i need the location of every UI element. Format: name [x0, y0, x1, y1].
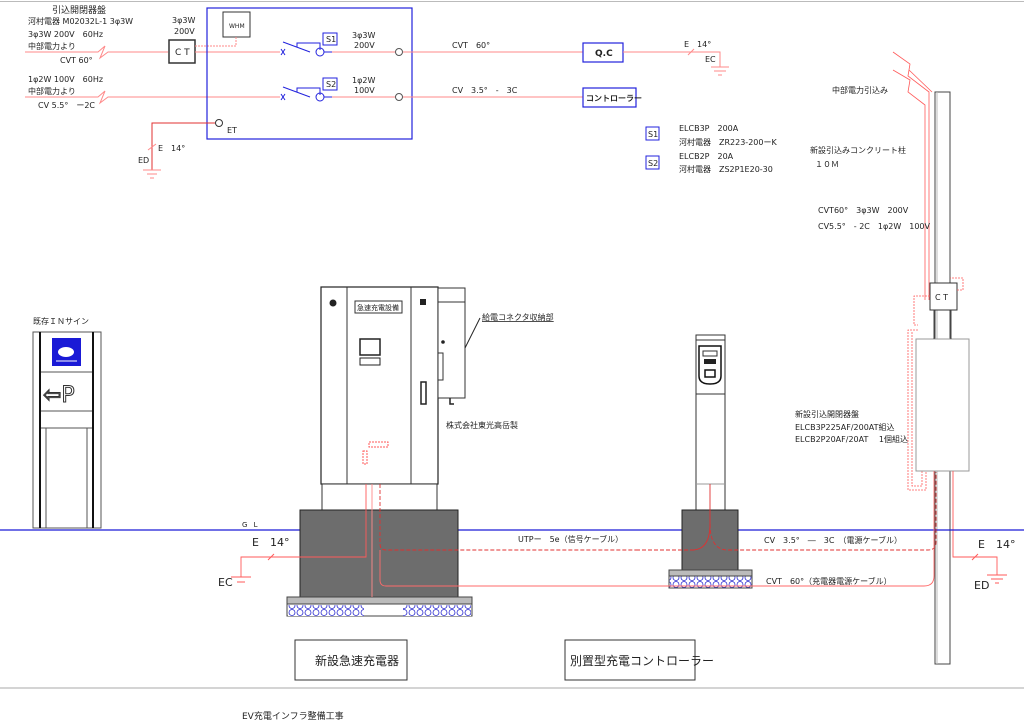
terminal-et — [215, 119, 223, 127]
s1-tag — [322, 32, 338, 46]
feed-3phase-spec: 3φ3W 200V 60Hz — [28, 30, 103, 39]
pole-panel-line1: ELCB3P225AF/200AT組込 — [795, 422, 895, 432]
caption-charger-box — [294, 639, 408, 681]
charger-screen — [359, 338, 381, 356]
ground-charger-label: EC — [218, 576, 233, 589]
charge-controller — [695, 334, 726, 511]
pole-name: 新設引込みコンクリート柱 — [810, 145, 906, 155]
ground-charger-cable: E 14° — [252, 536, 289, 549]
qc-box-text: Q.C — [595, 49, 613, 59]
ground-symbol-left — [143, 169, 161, 179]
legend-s2-line2: 河村電器 ZS2P1E20-30 — [679, 164, 773, 174]
s2-phase: 1φ2W — [352, 76, 375, 85]
ground-symbol-qc — [711, 66, 729, 76]
sign-arrow-p: ⇦P — [43, 383, 75, 408]
charger-gravel-left — [288, 605, 364, 616]
controller-box-text: コントローラー — [586, 94, 642, 103]
charger-foundation — [299, 509, 459, 598]
in-sign: ⇦P — [32, 331, 102, 529]
ground-left-label: ED — [138, 156, 149, 165]
ground-pole-cable: E 14° — [978, 538, 1015, 551]
ground-symbol-charger — [231, 576, 251, 583]
ground-left-cable: E 14° — [158, 144, 185, 153]
incoming-wire-3phase — [25, 45, 168, 60]
main-panel-box — [206, 7, 413, 140]
controller-base-slab — [668, 569, 753, 577]
maker-line: 河村電器 M02032L-1 3φ3W — [28, 16, 133, 26]
pole-panel-line2: ELCB2P20AF/20AT 1個組込 — [795, 434, 908, 444]
legend-s1-line1: ELCB3P 200A — [679, 124, 739, 133]
terminal-s2 — [395, 93, 403, 101]
feed-1phase-cable: CV 5.5° ー2C — [38, 101, 95, 110]
charger-maker: 株式会社東光高岳製 — [446, 420, 518, 430]
switch-s2-symbol — [280, 86, 332, 102]
charger-base-slab — [286, 596, 473, 605]
caption-controller: 別置型充電コントローラー — [570, 653, 714, 668]
legend-s2-line1: ELCB2P 20A — [679, 152, 734, 161]
output-cvt-label: CVT 60° — [452, 41, 490, 50]
s1-phase: 3φ3W — [352, 31, 375, 40]
pole-switch-panel — [915, 338, 970, 472]
s2-voltage: 100V — [354, 86, 375, 95]
panel-heading: 引込開閉器盤 — [52, 4, 106, 16]
legend-s2-tag: S2 — [648, 159, 658, 168]
underground-cables — [371, 471, 937, 597]
pole-ct-wiring — [907, 277, 964, 491]
s2-tag-text: S2 — [326, 80, 336, 89]
caption-charger: 新設急速充電器 — [315, 653, 399, 668]
connector-label: 給電コネクタ収納部 — [482, 312, 554, 322]
s2-tag — [322, 77, 338, 91]
charger-gravel-right — [403, 605, 471, 616]
incoming-wire-1phase — [25, 90, 280, 105]
ground-qc-cable: E 14° — [684, 40, 711, 49]
connector-leader-line — [464, 317, 481, 349]
pole-cable-1: CVT60° 3φ3W 200V — [818, 206, 909, 215]
ground-pole-label: ED — [974, 579, 989, 592]
whm-text: WHM — [229, 23, 245, 30]
pole-height: １０Ｍ — [815, 160, 839, 169]
switch-s1-symbol — [280, 41, 332, 57]
sign-label: 既存ＩＮサイン — [33, 316, 89, 326]
utp-cable-label: UTPー 5e（信号ケーブル） — [518, 534, 623, 544]
pole-panel-title: 新設引込開閉器盤 — [795, 409, 859, 419]
s1-tag-text: S1 — [326, 35, 336, 44]
ground-symbol-pole — [987, 574, 1007, 584]
caption-controller-box — [564, 639, 696, 681]
pole-ct-text: C T — [935, 293, 948, 302]
ground-qc-label: EC — [705, 55, 716, 64]
ct-text: C T — [175, 48, 190, 58]
controller-gravel — [668, 575, 753, 589]
project-title: EV充電インフラ整備工事 — [242, 710, 344, 722]
s1-voltage: 200V — [354, 41, 375, 50]
quick-charger: 急速充電設備 — [320, 286, 466, 512]
cvt-cable-label: CVT 60°（充電器電源ケーブル） — [766, 576, 892, 586]
output-cv-label: CV 3.5° - 3C — [452, 86, 518, 95]
pole-intake-label: 中部電力引込み — [832, 85, 888, 95]
legend-s1-line2: 河村電器 ZR223-200ーK — [679, 137, 777, 147]
legend-s1-tag: S1 — [648, 130, 658, 139]
et-label: ET — [227, 126, 237, 135]
controller-box — [582, 87, 637, 108]
cv-cable-label: CV 3.5° ― 3C （電源ケーブル） — [764, 535, 902, 545]
charger-panel-label: 急速充電設備 — [357, 303, 399, 312]
charger-emblem-icon — [329, 299, 337, 307]
charger-buttons — [359, 357, 381, 366]
pole-ct-box — [929, 282, 958, 311]
legend: S1 ELCB3P 200A 河村電器 ZR223-200ーK S2 ELCB2… — [645, 124, 777, 174]
feed-3phase-source: 中部電力より — [28, 41, 76, 51]
terminal-s1 — [395, 48, 403, 56]
feed-1phase-source: 中部電力より — [28, 86, 76, 96]
feed-1phase-spec: 1φ2W 100V 60Hz — [28, 75, 103, 84]
pole-intake-wires — [892, 51, 933, 300]
charger-handle — [420, 381, 427, 405]
feed-3phase-cable: CVT 60° — [60, 56, 93, 65]
ct-label-voltage: 200V — [174, 27, 195, 36]
pole-cable-2: CV5.5° - 2C 1φ2W 100V — [818, 222, 931, 231]
ct-label-phase: 3φ3W — [172, 16, 195, 25]
ground-line-label: G L — [242, 521, 260, 529]
